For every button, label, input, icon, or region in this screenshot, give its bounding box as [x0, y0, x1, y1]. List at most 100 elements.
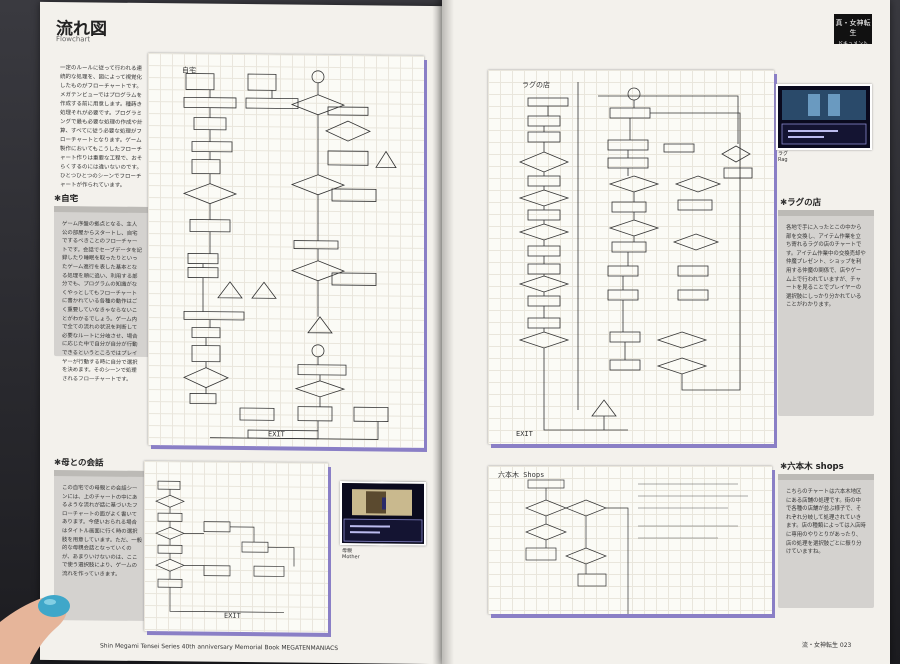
- fc-box: [185, 73, 215, 91]
- fc-decision: [518, 223, 570, 241]
- section-mother-text: この自宅での母親との会話シーンには、上のチャートの中にあるような流れが話に基づい…: [62, 485, 142, 578]
- sidebar-bar: [54, 206, 150, 214]
- section-roppongi-sidebar: こちらのチャートは六本木地区にある店舗の処理です。街の中で各種の店舗が並ぶ様子で…: [778, 474, 874, 608]
- fc-decision: [608, 175, 660, 193]
- fc-box: [527, 131, 561, 143]
- fc-box: [191, 345, 221, 363]
- section-shop-text: 各地で手に入ったとこの中から部を交換し、アイテム作業を立ち寄れるラグの店のチャー…: [786, 225, 866, 309]
- fc-decision: [290, 94, 346, 116]
- fc-lines: [543, 82, 741, 431]
- fc-box: [525, 547, 557, 561]
- screenshot-scene: [342, 483, 424, 544]
- fc-box: [193, 117, 227, 131]
- fc-decision: [672, 233, 720, 251]
- fc-box: [527, 317, 561, 329]
- left-footer: Shin Megami Tensei Series 40th anniversa…: [100, 642, 339, 653]
- fc-box: [157, 578, 183, 588]
- intro-text: 一定のルールに従って行われる連続的な処理を、図によって視覚化したものがフローチャ…: [60, 65, 143, 189]
- fc-box: [527, 295, 561, 307]
- fc-circle: [311, 344, 325, 358]
- fc-box: [331, 188, 377, 202]
- fc-lines: [545, 488, 629, 614]
- fc-box: [527, 479, 565, 489]
- fc-decision: [155, 558, 185, 572]
- fc-box: [527, 115, 561, 127]
- fc-box: [157, 544, 183, 554]
- section-roppongi-text: こちらのチャートは六本木地区にある店舗の処理です。街の中で各種の店舗が並ぶ様子で…: [786, 489, 866, 556]
- fc-box: [611, 201, 647, 213]
- flowchart-roppongi-sheet: 六本木 Shops: [488, 466, 772, 614]
- section-home-heading: ✱自宅: [54, 194, 79, 205]
- chapter-subtitle: Flowchart: [56, 35, 91, 44]
- star-icon: ✱: [780, 198, 788, 208]
- fc-box: [203, 565, 231, 577]
- star-icon: ✱: [780, 462, 788, 472]
- fc-box: [331, 272, 377, 286]
- fc-box: [577, 573, 607, 587]
- fc-decision: [155, 526, 185, 540]
- series-logo: 真・女神転生 ドキュメント: [834, 14, 872, 47]
- fc-box: [663, 143, 695, 153]
- game-screenshot-rag: [776, 84, 872, 150]
- left-page: 流れ図 Flowchart 一定のルールに従って行われる連続的な処理を、図によっ…: [40, 1, 442, 664]
- fc-box: [609, 359, 641, 371]
- fc-connector: [375, 150, 397, 169]
- fc-decision: [518, 275, 570, 293]
- fc-box: [327, 106, 369, 116]
- fc-box: [293, 240, 339, 250]
- book-gutter: [432, 0, 454, 664]
- fc-decision: [155, 494, 185, 508]
- fc-box: [191, 327, 221, 339]
- fc-decision: [674, 175, 722, 193]
- photo-caption-rag: ラグ Rag: [778, 151, 789, 163]
- flowchart-mother-sheet: EXIT: [144, 460, 328, 633]
- fc-box: [677, 289, 709, 301]
- fc-box: [245, 97, 299, 110]
- fc-circle: [311, 70, 325, 84]
- fc-box: [327, 150, 369, 166]
- flowchart-shop-title: ラグの店: [522, 81, 550, 89]
- flowchart-mother-diagram: [155, 480, 295, 613]
- sidebar-bar: [778, 474, 874, 480]
- fc-box: [189, 393, 217, 405]
- fc-connector: [251, 281, 277, 299]
- fc-box: [253, 565, 285, 577]
- fc-circle: [627, 87, 641, 101]
- fc-box: [677, 265, 709, 277]
- fc-box: [609, 331, 641, 343]
- fc-decision: [518, 189, 570, 207]
- fc-lines: [169, 489, 295, 613]
- photo-caption-mother: 母親 Mother: [342, 548, 360, 561]
- flowchart-home-exit: EXIT: [268, 430, 285, 439]
- fc-box: [609, 107, 651, 119]
- fc-connector: [591, 399, 617, 417]
- finger: [0, 595, 70, 664]
- fc-box: [191, 159, 221, 175]
- flowchart-home-diagram: [182, 70, 397, 440]
- section-mother-heading: ✱母との会話: [54, 458, 104, 469]
- fc-box: [241, 541, 269, 553]
- right-footer: 流・女神転生 023: [802, 642, 852, 649]
- flowchart-shop-exit: EXIT: [516, 430, 533, 438]
- fc-box: [157, 512, 183, 522]
- flowchart-roppongi-title: 六本木 Shops: [498, 471, 545, 479]
- fc-box: [527, 97, 569, 107]
- fc-decision: [182, 183, 238, 205]
- fc-box: [353, 406, 389, 422]
- fc-decision: [656, 331, 708, 349]
- fc-box: [611, 241, 647, 253]
- flowchart-home-sheet: 自宅: [148, 53, 424, 448]
- sidebar-bar: [54, 470, 150, 478]
- fc-decision: [565, 547, 607, 565]
- fc-decision: [325, 120, 371, 142]
- fc-box: [187, 253, 219, 265]
- flowchart-shop-sheet: ラグの店: [488, 70, 774, 444]
- fc-box: [183, 310, 245, 321]
- section-shop-heading: ✱ラグの店: [780, 198, 822, 208]
- fc-connector: [217, 281, 243, 299]
- fc-box: [723, 167, 753, 179]
- fc-box: [239, 407, 275, 421]
- fc-decision: [290, 174, 346, 196]
- fc-box: [157, 480, 181, 490]
- sidebar-bar: [778, 210, 874, 216]
